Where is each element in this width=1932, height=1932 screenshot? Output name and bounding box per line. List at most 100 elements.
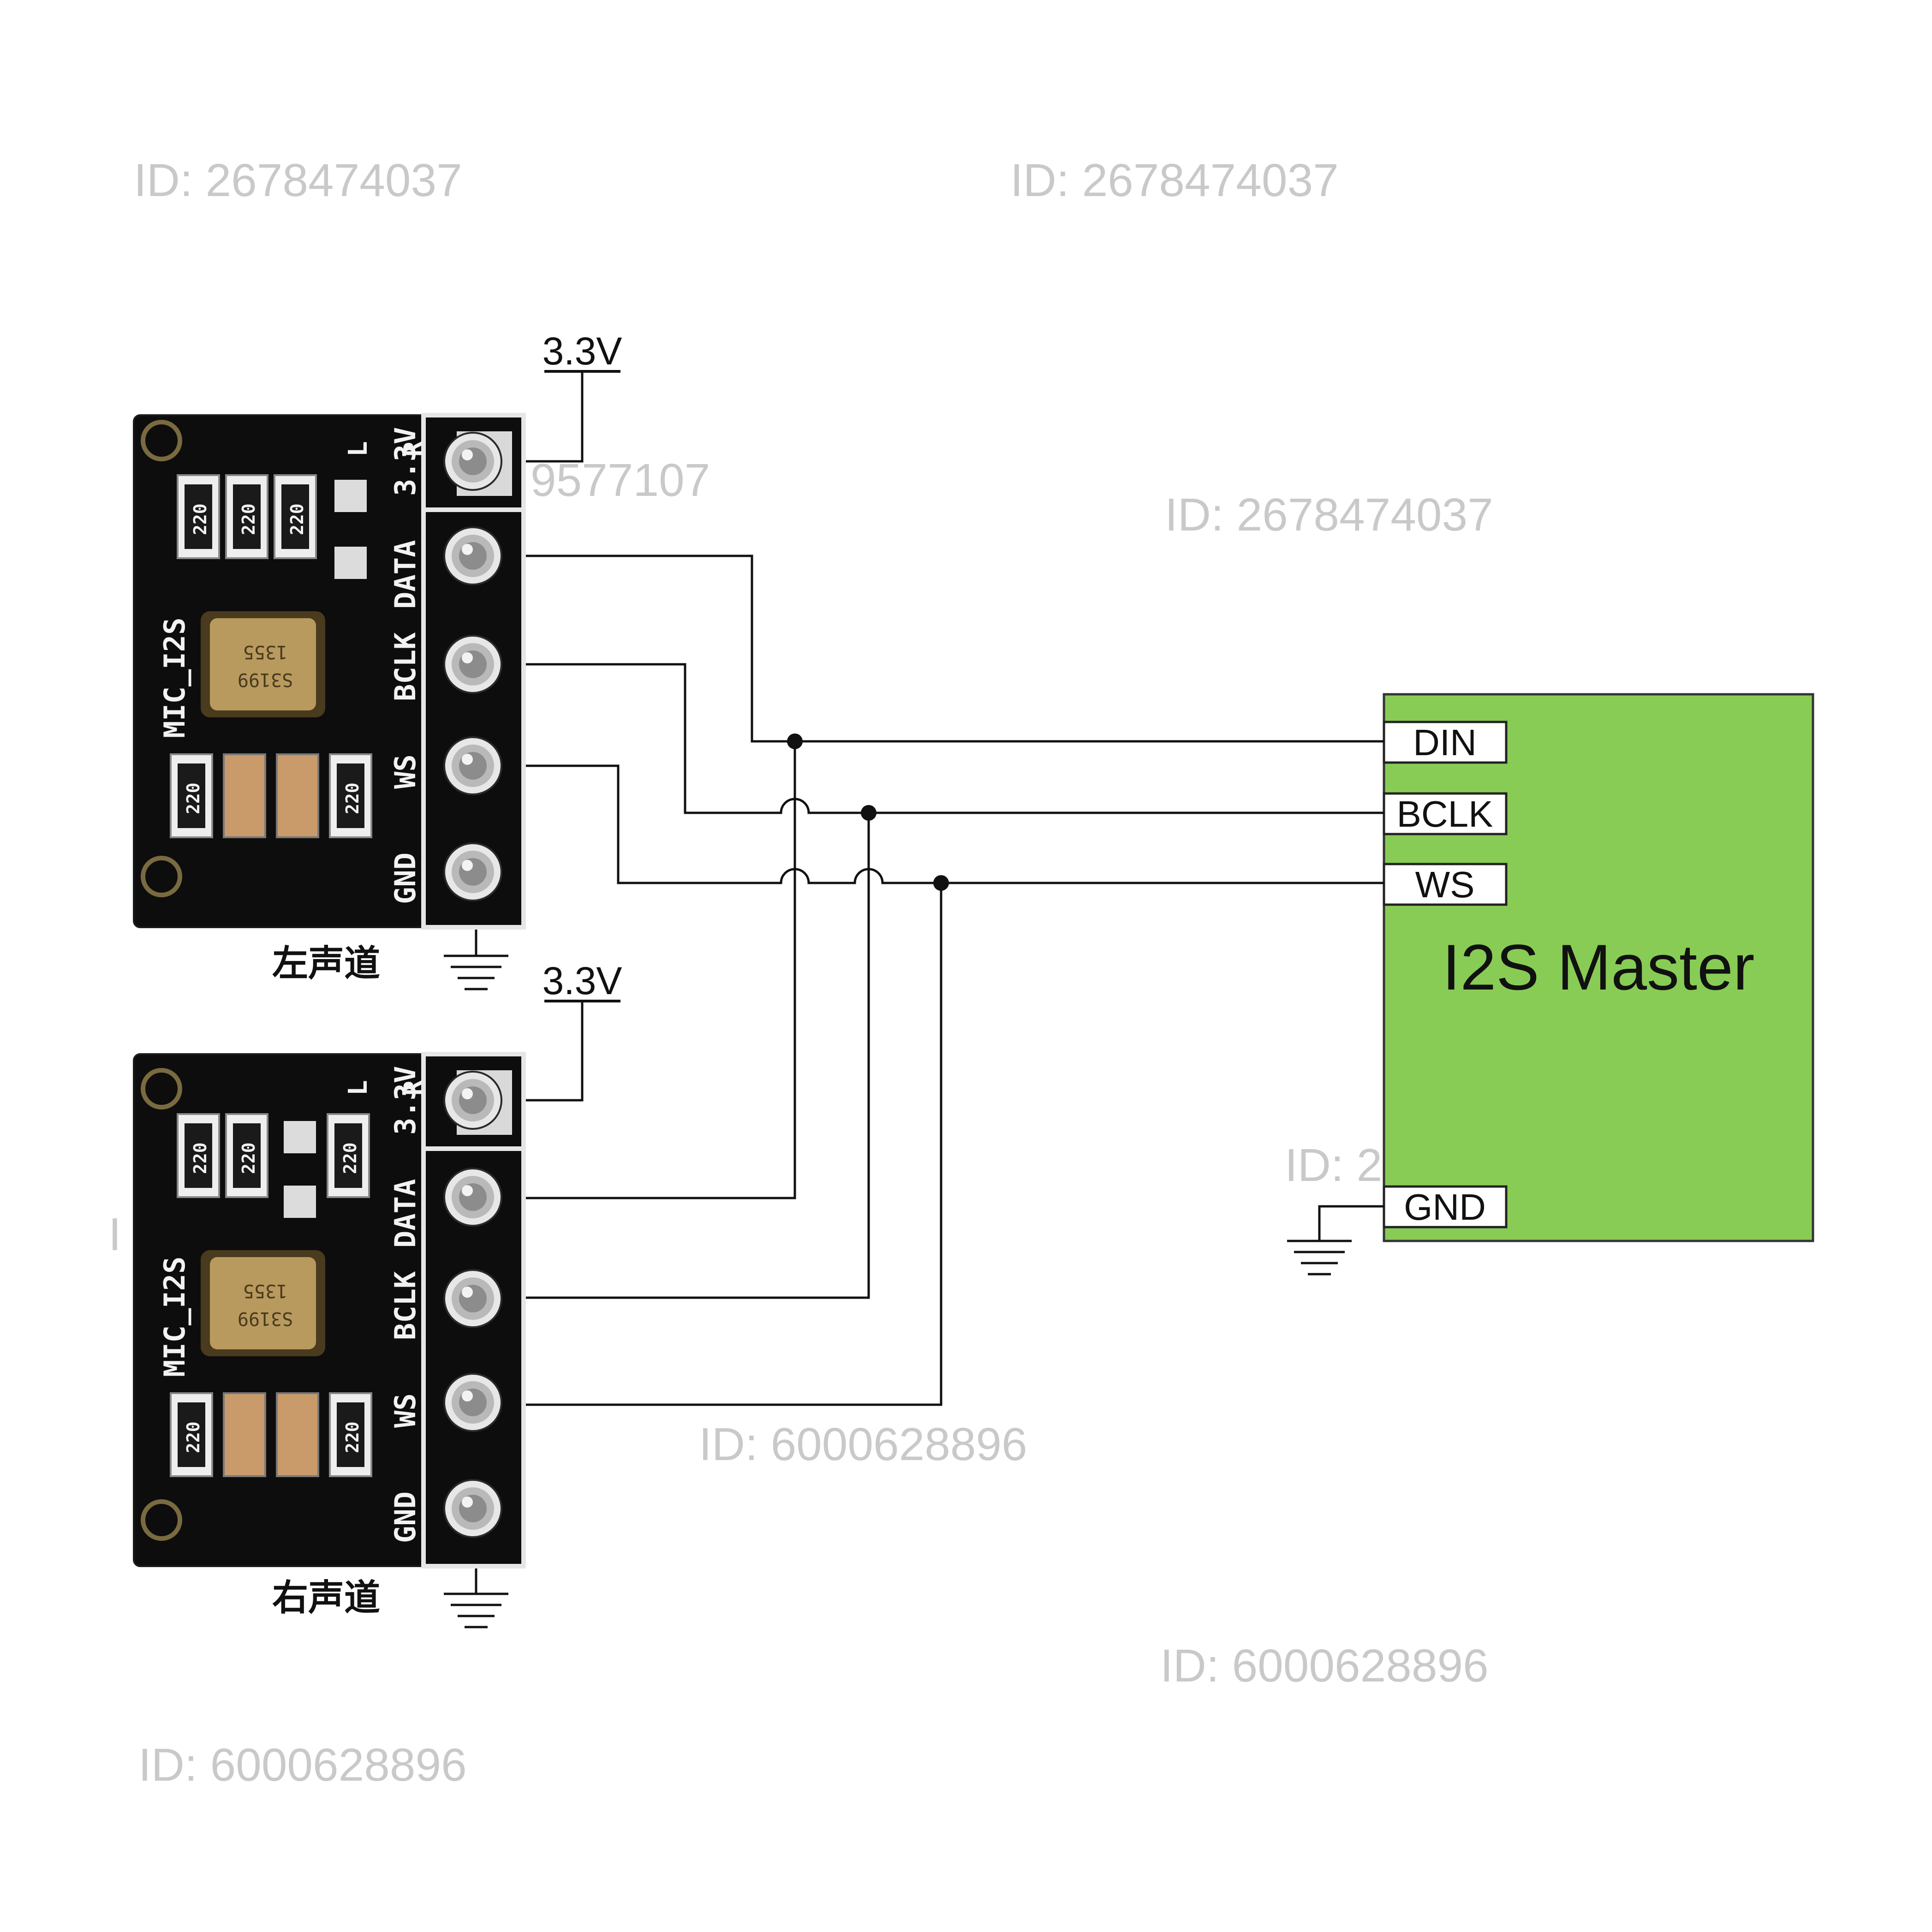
mic-module-left: 3.3V DATA BCLK WS GND L R MIC_I2S 220 22… — [133, 413, 526, 930]
svg-text:220: 220 — [183, 1421, 203, 1453]
pin-label: BCLK — [388, 632, 422, 701]
svg-text:220: 220 — [183, 782, 203, 814]
pin-hole — [443, 1269, 502, 1328]
microphone-chip: 1355 S3199 — [201, 611, 325, 717]
wire-ws-left — [524, 764, 1384, 884]
ground-icon — [444, 1562, 508, 1627]
svg-text:1355: 1355 — [243, 641, 287, 662]
wire-bclk-left — [524, 663, 1384, 814]
pin-hole — [443, 736, 502, 795]
resistor: 220 — [274, 474, 317, 559]
capacitor — [223, 753, 266, 838]
master-body — [1383, 693, 1814, 1242]
pin-hole — [443, 635, 502, 694]
resistor: 220 — [225, 1113, 268, 1198]
master-pin-din: DIN — [1383, 721, 1508, 764]
pin-hole — [443, 432, 502, 491]
resistor: 220 — [225, 474, 268, 559]
pin-label: DATA — [388, 1179, 422, 1248]
board-name: MIC_I2S — [158, 1257, 191, 1377]
svg-text:S3199: S3199 — [238, 1308, 293, 1329]
microphone-chip: 1355 S3199 — [201, 1250, 325, 1356]
pin-header-frame — [421, 1052, 526, 1568]
svg-text:220: 220 — [287, 503, 307, 535]
ground-icon — [1287, 1209, 1352, 1274]
watermark: ID: 6000628896 — [138, 1739, 467, 1791]
resistor: 220 — [170, 753, 213, 838]
resistor: 220 — [327, 1113, 370, 1198]
resistor: 220 — [177, 474, 220, 559]
svg-text:220: 220 — [342, 1421, 363, 1453]
master-pin-gnd: GND — [1383, 1185, 1508, 1228]
wire-master-gnd — [1318, 1205, 1384, 1239]
mount-hole — [141, 1068, 182, 1109]
mount-hole — [141, 856, 182, 897]
mic-module-right: 3.3V DATA BCLK WS GND L R MIC_I2S 220 22… — [133, 1052, 526, 1568]
pin-label: BCLK — [388, 1271, 422, 1340]
master-pin-label: GND — [1404, 1187, 1486, 1228]
pin-header-frame — [421, 413, 526, 930]
mount-hole — [141, 1499, 182, 1541]
resistor: 220 — [177, 1113, 220, 1198]
pin-hole — [443, 1168, 502, 1227]
master-title: I2S Master — [1443, 931, 1755, 1003]
svg-text:220: 220 — [239, 503, 259, 535]
pin-hole — [443, 1373, 502, 1432]
pin-label: GND — [388, 853, 422, 904]
pin-label: 3.3V — [388, 1066, 422, 1135]
board-name: MIC_I2S — [158, 618, 191, 738]
svg-text:220: 220 — [190, 1142, 210, 1174]
watermark: ID: 6000628896 — [699, 1419, 1027, 1470]
junction-dot — [933, 875, 949, 891]
lr-label: R — [399, 441, 429, 457]
watermark: 9577107 — [531, 454, 710, 506]
pin-hole — [443, 842, 502, 901]
watermark: ID: 6000628896 — [1160, 1640, 1489, 1692]
pin-hole — [443, 1071, 502, 1130]
capacitor — [276, 753, 319, 838]
mount-hole — [141, 420, 182, 461]
pin-label: WS — [388, 754, 422, 789]
i2s-master-board: I2S Master DIN BCLK WS GND — [1383, 693, 1814, 1242]
pin-hole — [443, 1479, 502, 1538]
wire-bclk-right — [524, 813, 870, 1299]
supply-label: 3.3V — [543, 959, 622, 1002]
wire-supply-left — [524, 371, 584, 463]
watermark: I — [108, 1209, 121, 1260]
pin-label: GND — [388, 1491, 422, 1543]
pin-label: 3.3V — [388, 427, 422, 496]
wire-din-right — [524, 741, 796, 1199]
capacitor — [276, 1392, 319, 1477]
master-pin-label: BCLK — [1397, 793, 1493, 835]
svg-text:220: 220 — [342, 782, 363, 814]
resistor: 220 — [329, 753, 372, 838]
junction-dot — [861, 805, 877, 821]
watermark: ID: 2678474037 — [1165, 489, 1493, 541]
master-pin-label: DIN — [1413, 722, 1477, 763]
pin-label: WS — [388, 1393, 422, 1428]
svg-text:220: 220 — [340, 1142, 360, 1174]
wire-ws-right — [524, 883, 942, 1406]
junction-dot — [787, 733, 803, 749]
lr-label: R — [399, 1080, 429, 1096]
supply-label: 3.3V — [543, 329, 622, 373]
svg-text:S3199: S3199 — [238, 669, 293, 690]
lr-label: L — [343, 441, 373, 457]
master-pin-label: WS — [1415, 864, 1475, 905]
watermark: ID: 2678474037 — [1010, 155, 1339, 206]
wire-din-left — [524, 555, 1384, 743]
svg-text:220: 220 — [190, 503, 210, 535]
wire-supply-right — [524, 1001, 584, 1102]
lr-label: L — [343, 1080, 373, 1096]
watermark: ID: 2678474037 — [134, 155, 462, 206]
channel-label: 左声道 — [272, 943, 380, 984]
capacitor — [223, 1392, 266, 1477]
svg-text:220: 220 — [239, 1142, 259, 1174]
master-pin-ws: WS — [1383, 863, 1508, 906]
pin-label: DATA — [388, 540, 422, 609]
ground-icon — [444, 924, 508, 989]
channel-label: 右声道 — [272, 1577, 380, 1619]
pin-hole — [443, 526, 502, 585]
resistor: 220 — [329, 1392, 372, 1477]
